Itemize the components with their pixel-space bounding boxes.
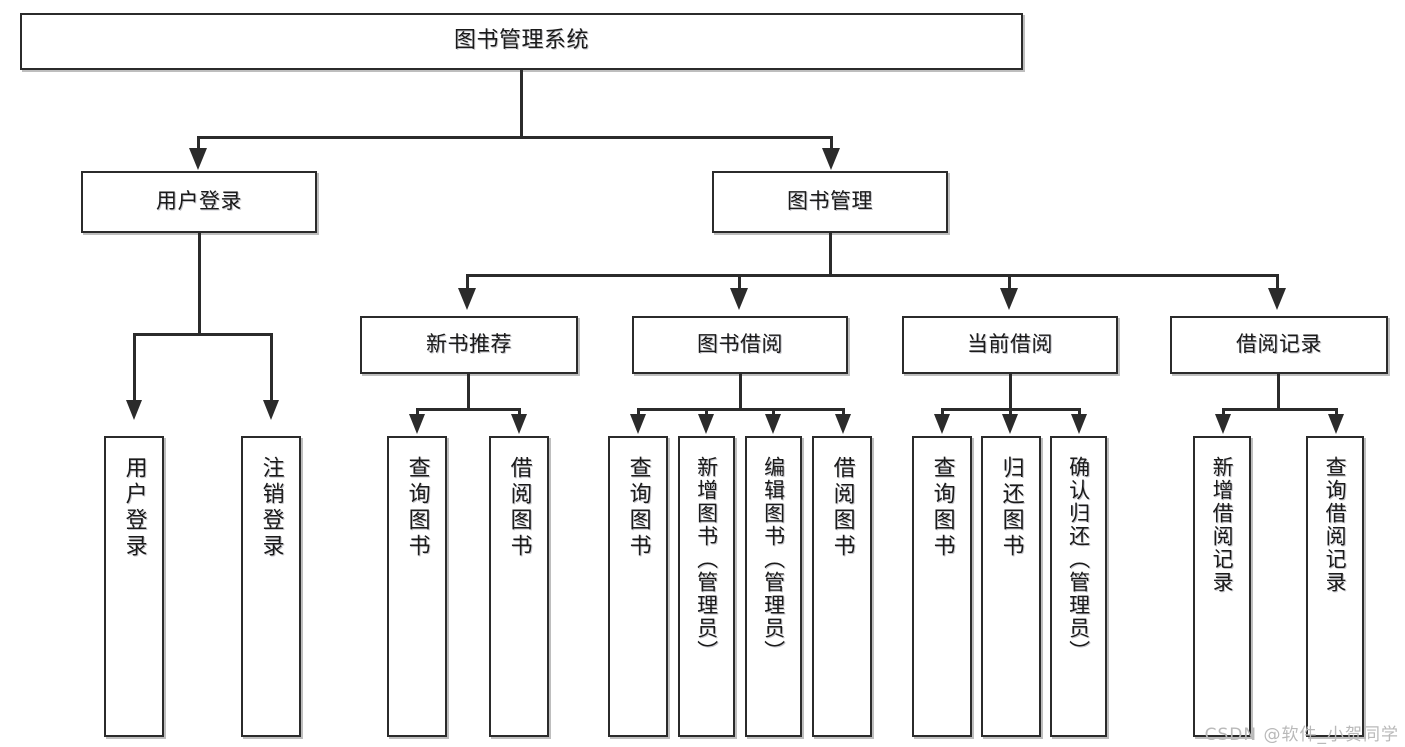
node-root-book-management-system[interactable]: 图书管理系统 — [20, 13, 1023, 70]
connector-bb-bus — [637, 408, 845, 411]
connector-bb-drop-3 — [772, 408, 775, 418]
connector-user-login-bus — [133, 333, 272, 336]
leaf-nbr-query-book[interactable]: 查询图书 — [387, 436, 447, 737]
node-label: 归还图书 — [998, 456, 1024, 560]
arrowhead-book-borrow — [730, 288, 748, 310]
leaf-br-query-record[interactable]: 查询借阅记录 — [1306, 436, 1364, 737]
node-label: 图书管理系统 — [453, 28, 589, 54]
connector-cb-drop-2 — [1009, 408, 1012, 418]
connector-cb-stem — [1009, 374, 1012, 410]
node-label: 确认归还（管理员） — [1066, 456, 1091, 663]
arrowhead-br-leaf-1 — [1215, 414, 1231, 434]
node-label: 查询借阅记录 — [1323, 456, 1348, 594]
arrowhead-cb-leaf-3 — [1071, 414, 1087, 434]
connector-root-stem — [520, 70, 523, 138]
node-label: 注销登录 — [258, 456, 284, 560]
leaf-cb-query-book[interactable]: 查询图书 — [912, 436, 972, 737]
connector-bm-drop-2 — [738, 274, 741, 292]
node-book-borrow[interactable]: 图书借阅 — [632, 316, 848, 374]
node-label: 编辑图书（管理员） — [761, 456, 786, 663]
node-label: 新增借阅记录 — [1210, 456, 1235, 594]
node-label: 借阅记录 — [1236, 332, 1322, 357]
connector-user-login-drop-2 — [270, 333, 273, 405]
node-label: 图书管理 — [787, 189, 873, 214]
connector-br-drop-1 — [1222, 408, 1225, 418]
arrowhead-bb-leaf-4 — [835, 414, 851, 434]
connector-nbr-bus — [416, 408, 521, 411]
connector-br-stem — [1277, 374, 1280, 410]
arrowhead-bb-leaf-2 — [698, 414, 714, 434]
connector-user-login-drop-1 — [133, 333, 136, 405]
connector-nbr-stem — [467, 374, 470, 410]
connector-bb-drop-4 — [842, 408, 845, 418]
connector-bm-drop-1 — [466, 274, 469, 292]
node-book-management[interactable]: 图书管理 — [712, 171, 948, 233]
node-label: 新书推荐 — [426, 332, 512, 357]
arrowhead-bb-leaf-1 — [630, 414, 646, 434]
leaf-nbr-borrow-book[interactable]: 借阅图书 — [489, 436, 549, 737]
node-borrow-record[interactable]: 借阅记录 — [1170, 316, 1388, 374]
arrowhead-user-login-leaf-2 — [263, 400, 279, 420]
leaf-br-add-record[interactable]: 新增借阅记录 — [1193, 436, 1251, 737]
arrowhead-current-borrow — [1000, 288, 1018, 310]
node-label: 图书借阅 — [697, 332, 783, 357]
connector-book-management-stem — [829, 233, 832, 276]
connector-bb-drop-1 — [637, 408, 640, 418]
connector-user-login-stem — [198, 233, 201, 335]
connector-nbr-drop-1 — [416, 408, 419, 418]
arrowhead-nbr-leaf-1 — [409, 414, 425, 434]
arrowhead-br-leaf-2 — [1328, 414, 1344, 434]
connector-bb-stem — [739, 374, 742, 410]
arrowhead-cb-leaf-2 — [1002, 414, 1018, 434]
node-label: 用户登录 — [121, 456, 147, 560]
node-label: 查询图书 — [625, 456, 651, 560]
connector-bm-drop-4 — [1276, 274, 1279, 292]
leaf-bb-add-book-admin[interactable]: 新增图书（管理员） — [678, 436, 735, 737]
leaf-user-logout[interactable]: 注销登录 — [241, 436, 301, 737]
connector-book-management-bus — [466, 274, 1279, 277]
leaf-cb-return-book[interactable]: 归还图书 — [981, 436, 1041, 737]
node-user-login[interactable]: 用户登录 — [81, 171, 317, 233]
arrowhead-to-user-login — [189, 148, 207, 170]
node-label: 借阅图书 — [506, 456, 532, 560]
node-new-book-recommend[interactable]: 新书推荐 — [360, 316, 578, 374]
connector-bm-drop-3 — [1008, 274, 1011, 292]
arrowhead-nbr-leaf-2 — [511, 414, 527, 434]
connector-nbr-drop-2 — [518, 408, 521, 418]
connector-root-to-user-login — [197, 136, 200, 152]
node-current-borrow[interactable]: 当前借阅 — [902, 316, 1118, 374]
connector-br-drop-2 — [1335, 408, 1338, 418]
node-label: 查询图书 — [404, 456, 430, 560]
leaf-bb-borrow-book[interactable]: 借阅图书 — [812, 436, 872, 737]
leaf-user-login[interactable]: 用户登录 — [104, 436, 164, 737]
arrowhead-to-book-management — [822, 148, 840, 170]
arrowhead-borrow-record — [1268, 288, 1286, 310]
node-label: 借阅图书 — [829, 456, 855, 560]
node-label: 用户登录 — [156, 189, 242, 214]
connector-cb-drop-1 — [941, 408, 944, 418]
leaf-cb-confirm-return-admin[interactable]: 确认归还（管理员） — [1050, 436, 1107, 737]
leaf-bb-edit-book-admin[interactable]: 编辑图书（管理员） — [745, 436, 802, 737]
arrowhead-bb-leaf-3 — [765, 414, 781, 434]
node-label: 新增图书（管理员） — [694, 456, 719, 663]
connector-br-bus — [1222, 408, 1338, 411]
connector-root-to-book-management — [830, 136, 833, 152]
arrowhead-user-login-leaf-1 — [126, 400, 142, 420]
connector-cb-drop-3 — [1078, 408, 1081, 418]
arrowhead-new-book-recommend — [458, 288, 476, 310]
arrowhead-cb-leaf-1 — [934, 414, 950, 434]
node-label: 查询图书 — [929, 456, 955, 560]
connector-root-bus — [197, 136, 833, 139]
connector-bb-drop-2 — [705, 408, 708, 418]
node-label: 当前借阅 — [967, 332, 1053, 357]
leaf-bb-query-book[interactable]: 查询图书 — [608, 436, 668, 737]
